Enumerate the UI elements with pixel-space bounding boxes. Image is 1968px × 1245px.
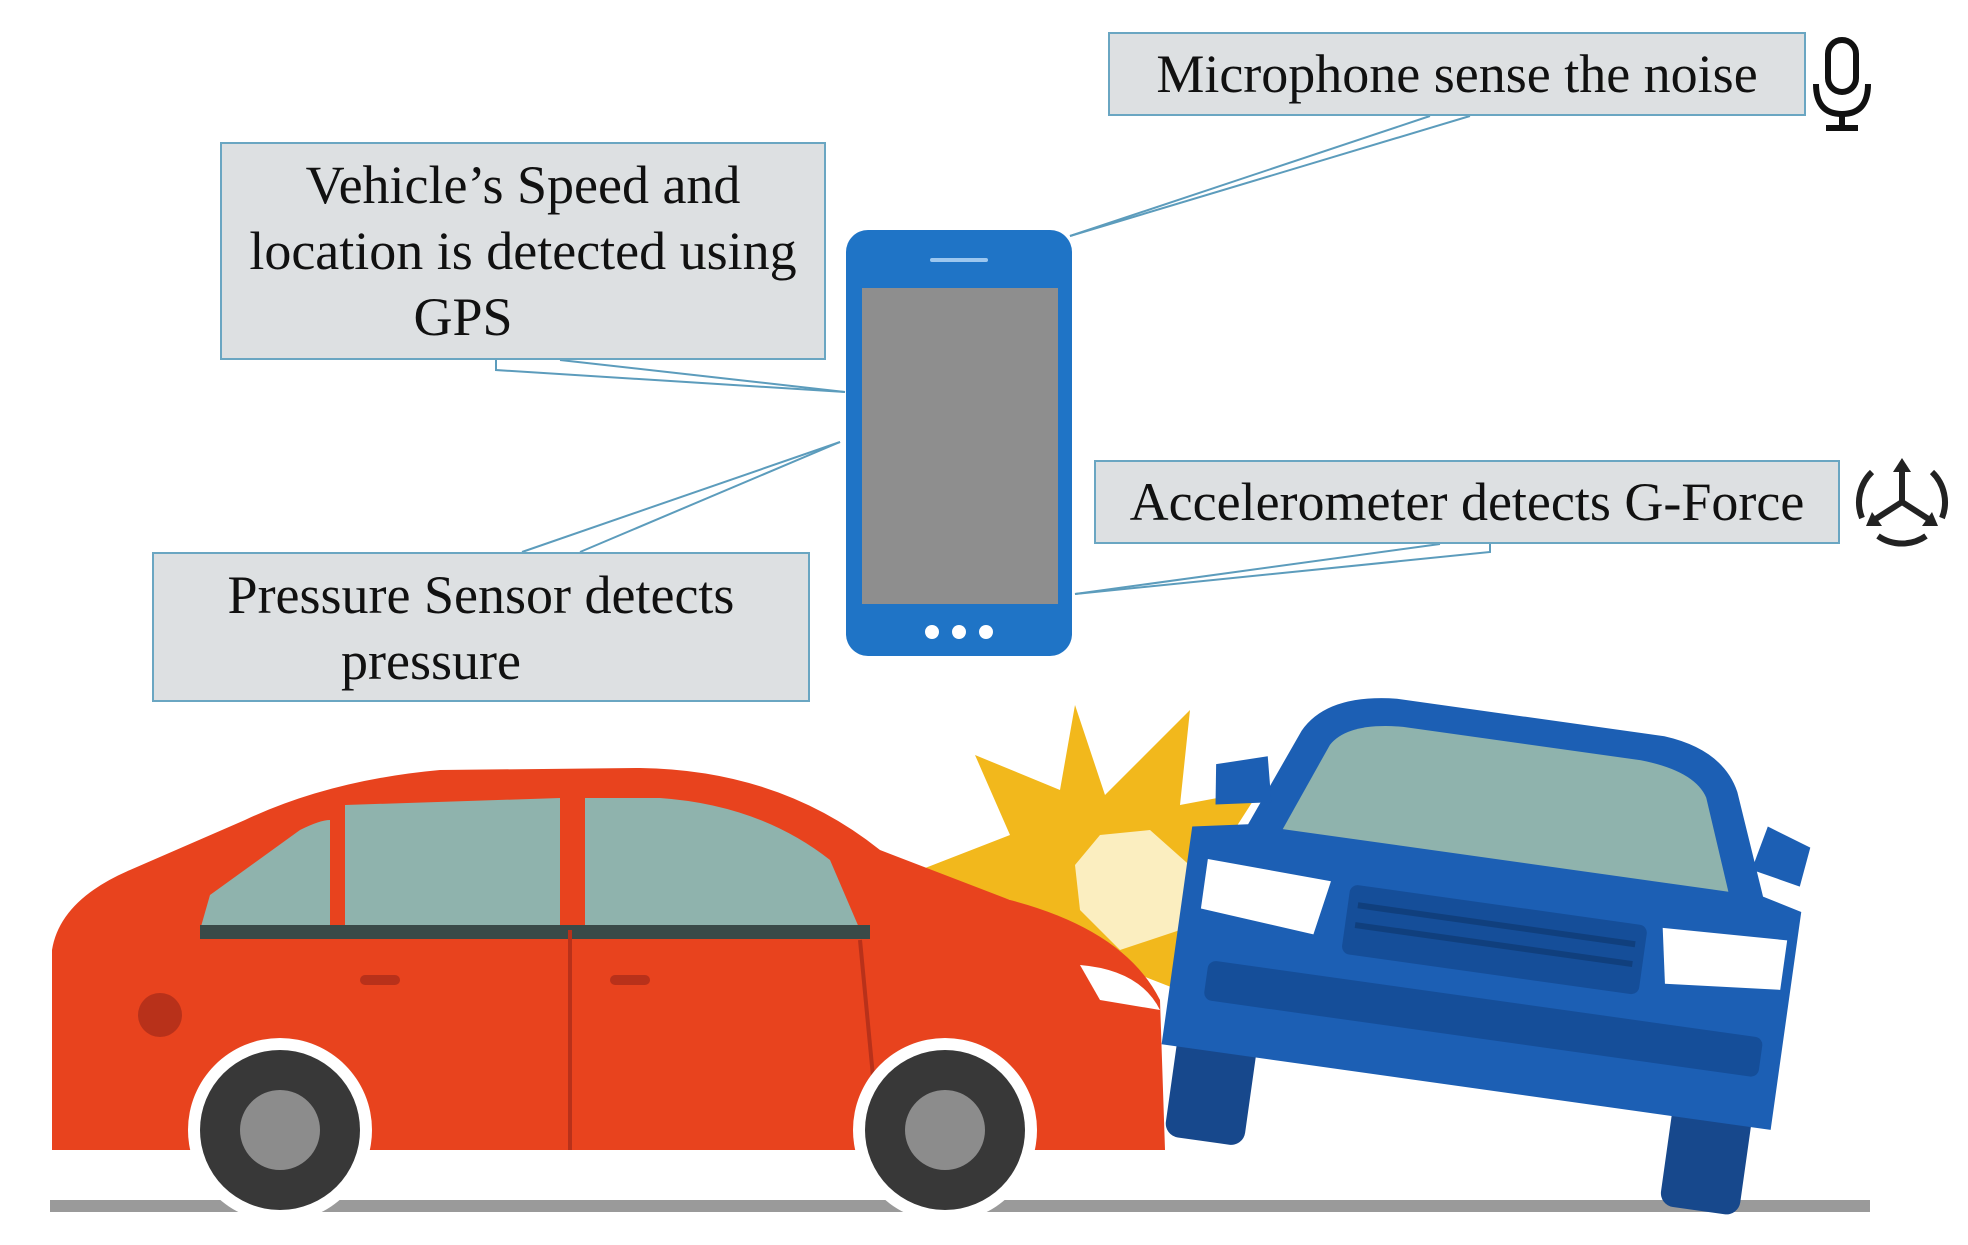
connector-mic — [1069, 115, 1431, 237]
connector-gps-2 — [559, 359, 846, 393]
microphone-text: Microphone sense the noise — [1156, 44, 1758, 104]
callout-accelerometer: Accelerometer detects G-Force — [1094, 460, 1840, 544]
connector-lines — [495, 115, 1491, 595]
blue-car — [1161, 698, 1811, 1215]
connector-pressure-2 — [579, 441, 841, 553]
connector-acc-2 — [1074, 544, 1491, 595]
microphone-icon — [1813, 37, 1871, 131]
connector-pressure — [521, 441, 841, 553]
gps-text-line-1: Vehicle’s Speed and — [305, 155, 741, 215]
smartphone — [846, 230, 1072, 656]
gps-text-line-3: GPS — [413, 287, 513, 347]
connector-gps — [495, 360, 846, 393]
phone-dot — [925, 625, 939, 639]
phone-dot — [979, 625, 993, 639]
pressure-text-line-1: Pressure Sensor detects — [227, 565, 735, 625]
phone-dot — [952, 625, 966, 639]
callout-gps: Vehicle’s Speed and location is detected… — [220, 142, 826, 360]
g-force-arrows-icon — [1856, 458, 1948, 547]
connector-mic-2 — [1069, 115, 1471, 237]
red-car — [52, 768, 1165, 1222]
connector-acc — [1074, 543, 1441, 595]
accelerometer-text: Accelerometer detects G-Force — [1129, 472, 1805, 532]
pressure-text-line-2: pressure — [341, 631, 521, 691]
gps-text-line-2: location is detected using — [249, 221, 797, 281]
callout-microphone: Microphone sense the noise — [1108, 32, 1806, 116]
callout-pressure: Pressure Sensor detects pressure — [152, 552, 810, 702]
